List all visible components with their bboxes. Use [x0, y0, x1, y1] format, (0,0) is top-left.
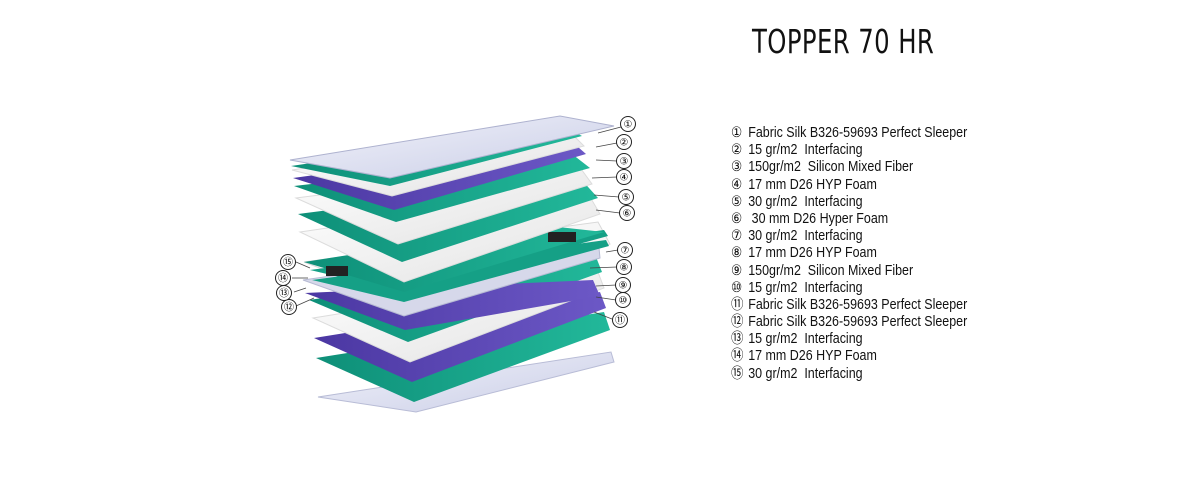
callout-7: ⑦ [617, 242, 633, 258]
callout-8: ⑧ [616, 259, 632, 275]
callout-13: ⑬ [276, 285, 292, 301]
legend-item: ⑥ 30 mm D26 Hyper Foam [731, 211, 967, 228]
callout-2: ② [616, 134, 632, 150]
callout-14: ⑭ [275, 270, 291, 286]
legend-number: ② [731, 142, 743, 159]
legend-text: 17 mm D26 HYP Foam [748, 176, 877, 193]
svg-text:⑭: ⑭ [278, 273, 288, 285]
callout-1: ① [620, 116, 636, 132]
callout-12: ⑫ [281, 299, 297, 315]
legend-number: ⑭ [731, 348, 744, 365]
svg-text:①: ① [624, 120, 633, 131]
legend-text: 30 gr/m2 Interfacing [748, 228, 863, 245]
legend-text: Fabric Silk B326-59693 Perfect Sleeper [748, 296, 968, 313]
layer-middle-dark-label-left [326, 266, 348, 276]
svg-text:⑤: ⑤ [622, 193, 631, 204]
legend-number: ⑥ [731, 210, 743, 227]
legend-number: ⑪ [731, 296, 744, 313]
svg-text:⑫: ⑫ [284, 302, 294, 314]
svg-text:⑩: ⑩ [619, 296, 628, 307]
mattress-layer-diagram: ① ② ③ ④ ⑤ ⑥ ⑦ ⑧ ⑨ ⑩ ⑪ ⑫ ⑬ ⑭ ⑮ [275, 115, 636, 413]
layer-top-fabric [289, 115, 615, 179]
svg-text:⑦: ⑦ [621, 246, 630, 257]
legend-number: ③ [731, 159, 743, 176]
svg-text:⑪: ⑪ [615, 315, 625, 327]
callout-11: ⑪ [612, 312, 628, 328]
legend-text: 17 mm D26 HYP Foam [748, 348, 877, 365]
svg-text:⑨: ⑨ [619, 281, 628, 292]
svg-text:④: ④ [620, 173, 629, 184]
leader-lines [292, 126, 622, 320]
legend-number: ① [731, 125, 743, 141]
legend-number: ⑩ [731, 279, 743, 296]
legend-text: 150gr/m2 Silicon Mixed Fiber [748, 262, 914, 279]
svg-text:⑥: ⑥ [623, 209, 632, 220]
legend-text: 15 gr/m2 Interfacing [748, 331, 863, 348]
legend-item: ⑩ 15 gr/m2 Interfacing [731, 280, 967, 297]
legend-item: ② 15 gr/m2 Interfacing [731, 142, 967, 159]
callout-15: ⑮ [280, 254, 296, 270]
legend-text: Fabric Silk B326-59693 Perfect Sleeper [748, 314, 968, 331]
legend-item: ⑧ 17 mm D26 HYP Foam [731, 245, 967, 262]
legend-item: ① Fabric Silk B326-59693 Perfect Sleeper [731, 125, 967, 142]
svg-text:②: ② [620, 138, 629, 149]
callouts: ① ② ③ ④ ⑤ ⑥ ⑦ ⑧ ⑨ ⑩ ⑪ ⑫ ⑬ ⑭ ⑮ [275, 116, 636, 328]
layer-middle-dark-label-right [548, 232, 576, 242]
callout-5: ⑤ [618, 189, 634, 205]
page-title: TOPPER 70 HR [752, 22, 935, 61]
legend-text: Fabric Silk B326-59693 Perfect Sleeper [748, 125, 968, 141]
callout-6: ⑥ [619, 205, 635, 221]
legend-number: ⑤ [731, 193, 743, 210]
legend-number: ⑨ [731, 262, 743, 279]
callout-10: ⑩ [615, 292, 631, 308]
svg-text:⑬: ⑬ [279, 288, 289, 300]
callout-9: ⑨ [615, 277, 631, 293]
legend-text: 30 gr/m2 Interfacing [748, 365, 863, 382]
svg-text:⑧: ⑧ [620, 263, 629, 274]
legend-item: ⑤ 30 gr/m2 Interfacing [731, 194, 967, 211]
legend-text: 17 mm D26 HYP Foam [748, 245, 877, 262]
legend-item: ③ 150gr/m2 Silicon Mixed Fiber [731, 159, 967, 176]
legend-item: ④ 17 mm D26 HYP Foam [731, 177, 967, 194]
legend-text: 30 mm D26 Hyper Foam [748, 210, 889, 227]
svg-text:③: ③ [620, 157, 629, 168]
legend-item: ⑨ 150gr/m2 Silicon Mixed Fiber [731, 263, 967, 280]
legend-number: ⑦ [731, 228, 743, 245]
legend-text: 150gr/m2 Silicon Mixed Fiber [748, 159, 914, 176]
legend-number: ⑮ [731, 365, 744, 382]
legend-text: 15 gr/m2 Interfacing [748, 279, 863, 296]
legend-item: ⑦ 30 gr/m2 Interfacing [731, 228, 967, 245]
legend-number: ⑫ [731, 314, 744, 331]
svg-text:⑮: ⑮ [283, 257, 293, 269]
callout-3: ③ [616, 153, 632, 169]
legend-text: 15 gr/m2 Interfacing [748, 142, 863, 159]
callout-4: ④ [616, 169, 632, 185]
legend-text: 30 gr/m2 Interfacing [748, 193, 863, 210]
legend-number: ⑧ [731, 245, 743, 262]
legend-number: ④ [731, 176, 743, 193]
legend-number: ⑬ [731, 331, 744, 348]
